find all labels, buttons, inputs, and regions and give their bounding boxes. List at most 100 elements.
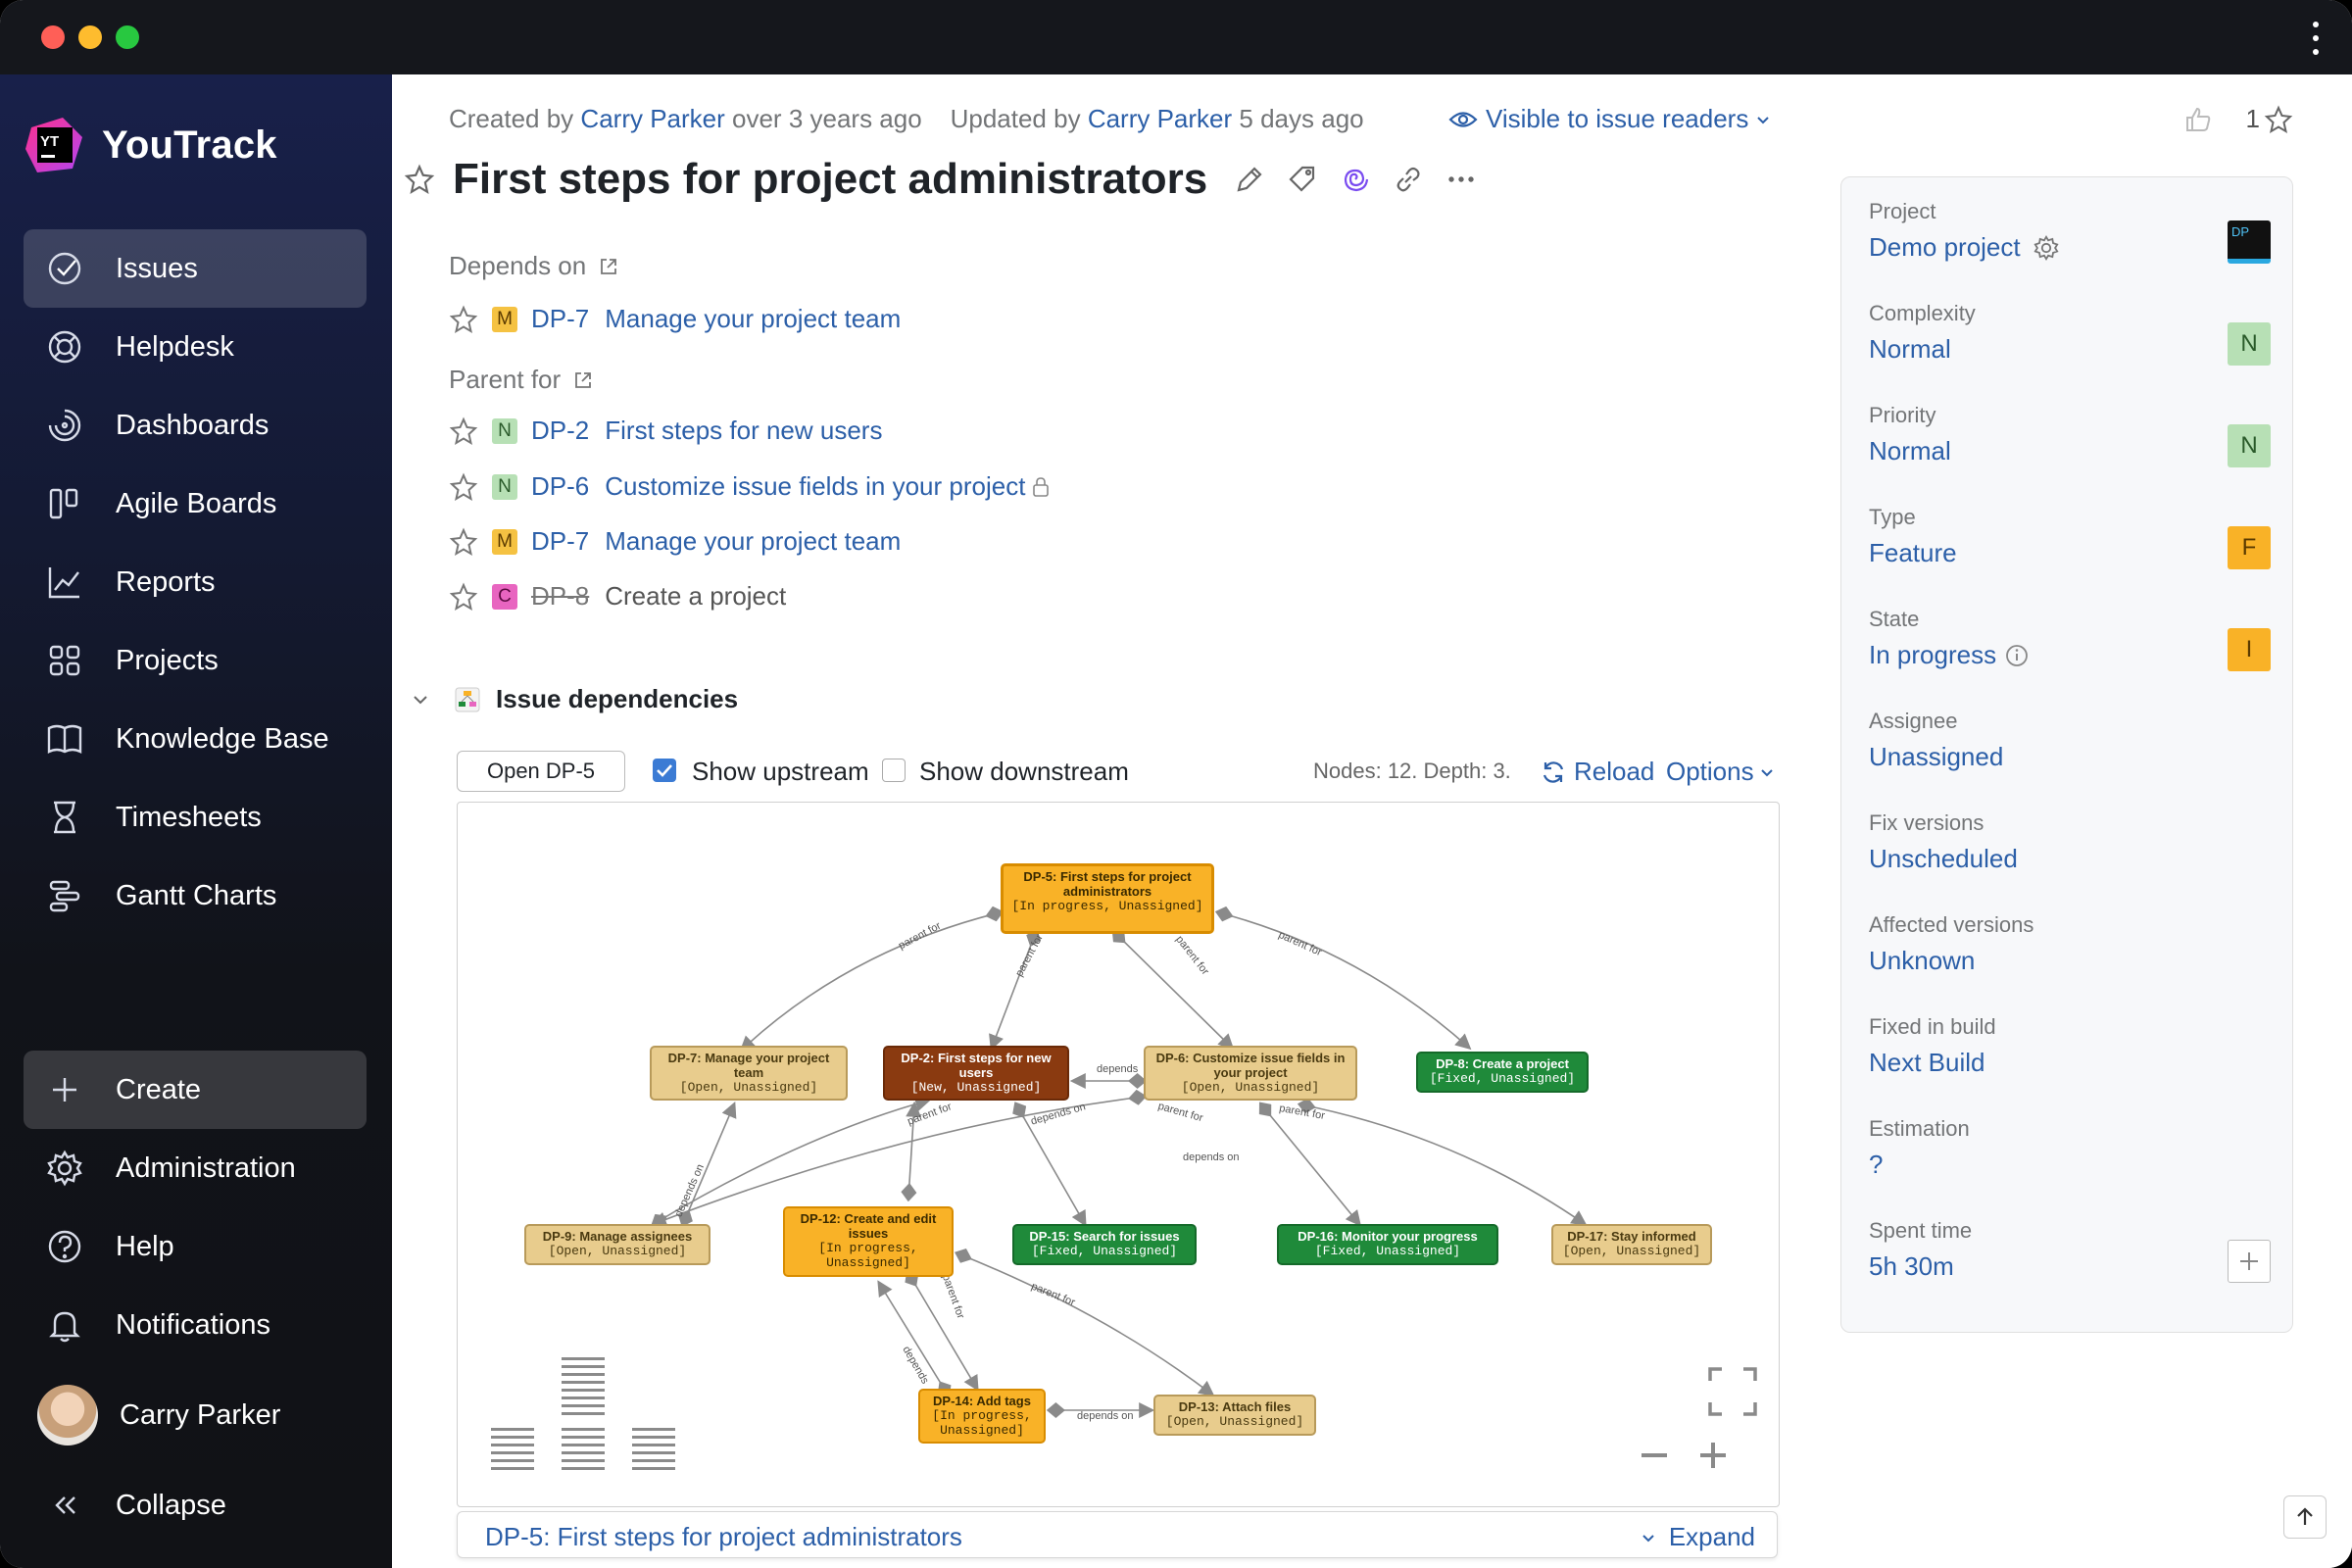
- graph-node-dp-5[interactable]: DP-5: First steps for project administra…: [1001, 863, 1214, 934]
- field-value[interactable]: Demo project: [1869, 232, 2021, 262]
- issue-id-link[interactable]: DP-6: [531, 471, 590, 501]
- show-downstream-checkbox[interactable]: [882, 759, 906, 782]
- star-icon[interactable]: [449, 527, 478, 557]
- sidebar-item-helpdesk[interactable]: Helpdesk: [24, 308, 367, 386]
- field-project[interactable]: Project Demo project DP: [1869, 199, 2271, 264]
- field-value[interactable]: Normal: [1869, 436, 1951, 466]
- create-button[interactable]: Create: [24, 1051, 367, 1129]
- field-assignee[interactable]: Assignee Unassigned: [1869, 709, 2271, 772]
- info-icon[interactable]: [2004, 643, 2030, 668]
- dependency-graph[interactable]: parent for parent for parent for parent …: [457, 802, 1780, 1507]
- sidebar-item-issues[interactable]: Issues: [24, 229, 367, 308]
- reload-button[interactable]: Reload: [1539, 757, 1654, 787]
- external-link-icon[interactable]: [598, 256, 619, 277]
- updated-by-link[interactable]: Carry Parker: [1087, 104, 1233, 133]
- issue-id-link[interactable]: DP-7: [531, 526, 590, 556]
- field-value[interactable]: Normal: [1869, 334, 1951, 364]
- field-value[interactable]: Feature: [1869, 538, 1957, 567]
- graph-node-dp-12[interactable]: DP-12: Create and edit issues [In progre…: [783, 1206, 954, 1277]
- field-fixed-in-build[interactable]: Fixed in build Next Build: [1869, 1014, 2271, 1078]
- field-value[interactable]: Unscheduled: [1869, 844, 2018, 873]
- star-icon[interactable]: [449, 472, 478, 502]
- link-icon[interactable]: [1392, 163, 1425, 196]
- star-icon[interactable]: [449, 416, 478, 446]
- field-fix-versions[interactable]: Fix versions Unscheduled: [1869, 810, 2271, 874]
- graph-node-dp-14[interactable]: DP-14: Add tags [In progress, Unassigned…: [918, 1389, 1046, 1444]
- field-value[interactable]: ?: [1869, 1150, 1884, 1179]
- field-type[interactable]: Type Feature F: [1869, 505, 2271, 569]
- issue-id-link[interactable]: DP-2: [531, 416, 590, 445]
- graph-node-dp-8[interactable]: DP-8: Create a project [Fixed, Unassigne…: [1416, 1052, 1589, 1093]
- window-minimize-button[interactable]: [78, 25, 102, 49]
- created-by-link[interactable]: Carry Parker: [580, 104, 725, 133]
- open-issue-button[interactable]: Open DP-5: [457, 751, 625, 792]
- list-item[interactable]: N DP-2 First steps for new users: [449, 416, 882, 446]
- field-state[interactable]: State In progress I: [1869, 607, 2271, 671]
- issue-summary-link[interactable]: First steps for new users: [605, 416, 883, 445]
- sidebar-item-reports[interactable]: Reports: [24, 543, 367, 621]
- issue-summary-link[interactable]: Manage your project team: [605, 526, 902, 556]
- list-item[interactable]: C DP-8 Create a project: [449, 581, 786, 612]
- issue-summary-link[interactable]: Create a project: [605, 581, 787, 611]
- show-upstream-label[interactable]: Show upstream: [692, 757, 869, 786]
- ai-spiral-icon[interactable]: [1339, 163, 1372, 196]
- graph-node-dp-6[interactable]: DP-6: Customize issue fields in your pro…: [1144, 1046, 1357, 1101]
- sidebar-item-dashboards[interactable]: Dashboards: [24, 386, 367, 465]
- sidebar-item-administration[interactable]: Administration: [24, 1129, 367, 1207]
- graph-node-dp-13[interactable]: DP-13: Attach files [Open, Unassigned]: [1153, 1395, 1316, 1436]
- star-icon[interactable]: [404, 164, 435, 195]
- star-icon[interactable]: [449, 582, 478, 612]
- show-downstream-label[interactable]: Show downstream: [919, 757, 1129, 786]
- external-link-icon[interactable]: [572, 369, 594, 391]
- tag-icon[interactable]: [1286, 163, 1319, 196]
- selected-node-label[interactable]: DP-5: First steps for project administra…: [485, 1522, 962, 1551]
- graph-node-dp-2[interactable]: DP-2: First steps for new users [New, Un…: [883, 1046, 1069, 1101]
- show-upstream-checkbox[interactable]: [653, 759, 676, 782]
- window-menu-icon[interactable]: [2313, 22, 2321, 55]
- zoom-out-icon[interactable]: [1642, 1453, 1667, 1457]
- gear-icon[interactable]: [2033, 234, 2060, 262]
- field-value[interactable]: Unassigned: [1869, 742, 2004, 771]
- graph-node-dp-17[interactable]: DP-17: Stay informed [Open, Unassigned]: [1551, 1224, 1712, 1265]
- issue-id-link[interactable]: DP-7: [531, 304, 590, 333]
- graph-node-dp-16[interactable]: DP-16: Monitor your progress [Fixed, Una…: [1277, 1224, 1498, 1265]
- field-affected-versions[interactable]: Affected versions Unknown: [1869, 912, 2271, 976]
- visibility-selector[interactable]: Visible to issue readers: [1448, 104, 1772, 134]
- issue-summary-link[interactable]: Manage your project team: [605, 304, 902, 333]
- pencil-icon[interactable]: [1233, 163, 1266, 196]
- window-zoom-button[interactable]: [116, 25, 139, 49]
- field-estimation[interactable]: Estimation ?: [1869, 1116, 2271, 1180]
- user-profile[interactable]: Carry Parker: [24, 1376, 367, 1454]
- field-value[interactable]: 5h 30m: [1869, 1251, 1954, 1281]
- scroll-to-top-button[interactable]: [2283, 1495, 2327, 1539]
- list-item[interactable]: M DP-7 Manage your project team: [449, 304, 901, 334]
- fullscreen-icon[interactable]: [1708, 1367, 1757, 1416]
- thumbs-up-icon[interactable]: [2183, 105, 2213, 134]
- sidebar-item-notifications[interactable]: Notifications: [24, 1286, 367, 1364]
- star-icon[interactable]: [2264, 105, 2293, 134]
- field-value[interactable]: Unknown: [1869, 946, 1976, 975]
- list-item[interactable]: M DP-7 Manage your project team: [449, 526, 901, 557]
- field-spent-time[interactable]: Spent time 5h 30m: [1869, 1218, 2271, 1283]
- issue-summary-link[interactable]: Customize issue fields in your project: [605, 471, 1026, 501]
- sidebar-item-knowledge-base[interactable]: Knowledge Base: [24, 700, 367, 778]
- list-item[interactable]: N DP-6 Customize issue fields in your pr…: [449, 471, 1051, 502]
- window-close-button[interactable]: [41, 25, 65, 49]
- expand-button[interactable]: Expand: [1640, 1522, 1755, 1552]
- options-dropdown[interactable]: Options: [1666, 757, 1776, 787]
- sidebar-item-gantt-charts[interactable]: Gantt Charts: [24, 857, 367, 935]
- sidebar-item-timesheets[interactable]: Timesheets: [24, 778, 367, 857]
- brand-logo[interactable]: YT YouTrack: [24, 114, 277, 176]
- field-complexity[interactable]: Complexity Normal N: [1869, 301, 2271, 366]
- collapse-button[interactable]: Collapse: [24, 1466, 367, 1544]
- sidebar-item-help[interactable]: Help: [24, 1207, 367, 1286]
- issue-id-link[interactable]: DP-8: [531, 581, 590, 611]
- dependencies-header[interactable]: Issue dependencies: [410, 684, 738, 714]
- more-icon[interactable]: [1445, 163, 1478, 196]
- graph-node-dp-7[interactable]: DP-7: Manage your project team [Open, Un…: [650, 1046, 848, 1101]
- graph-node-dp-9[interactable]: DP-9: Manage assignees [Open, Unassigned…: [524, 1224, 710, 1265]
- add-spent-time-button[interactable]: [2228, 1240, 2271, 1283]
- star-icon[interactable]: [449, 305, 478, 334]
- graph-node-dp-15[interactable]: DP-15: Search for issues [Fixed, Unassig…: [1012, 1224, 1197, 1265]
- sidebar-item-projects[interactable]: Projects: [24, 621, 367, 700]
